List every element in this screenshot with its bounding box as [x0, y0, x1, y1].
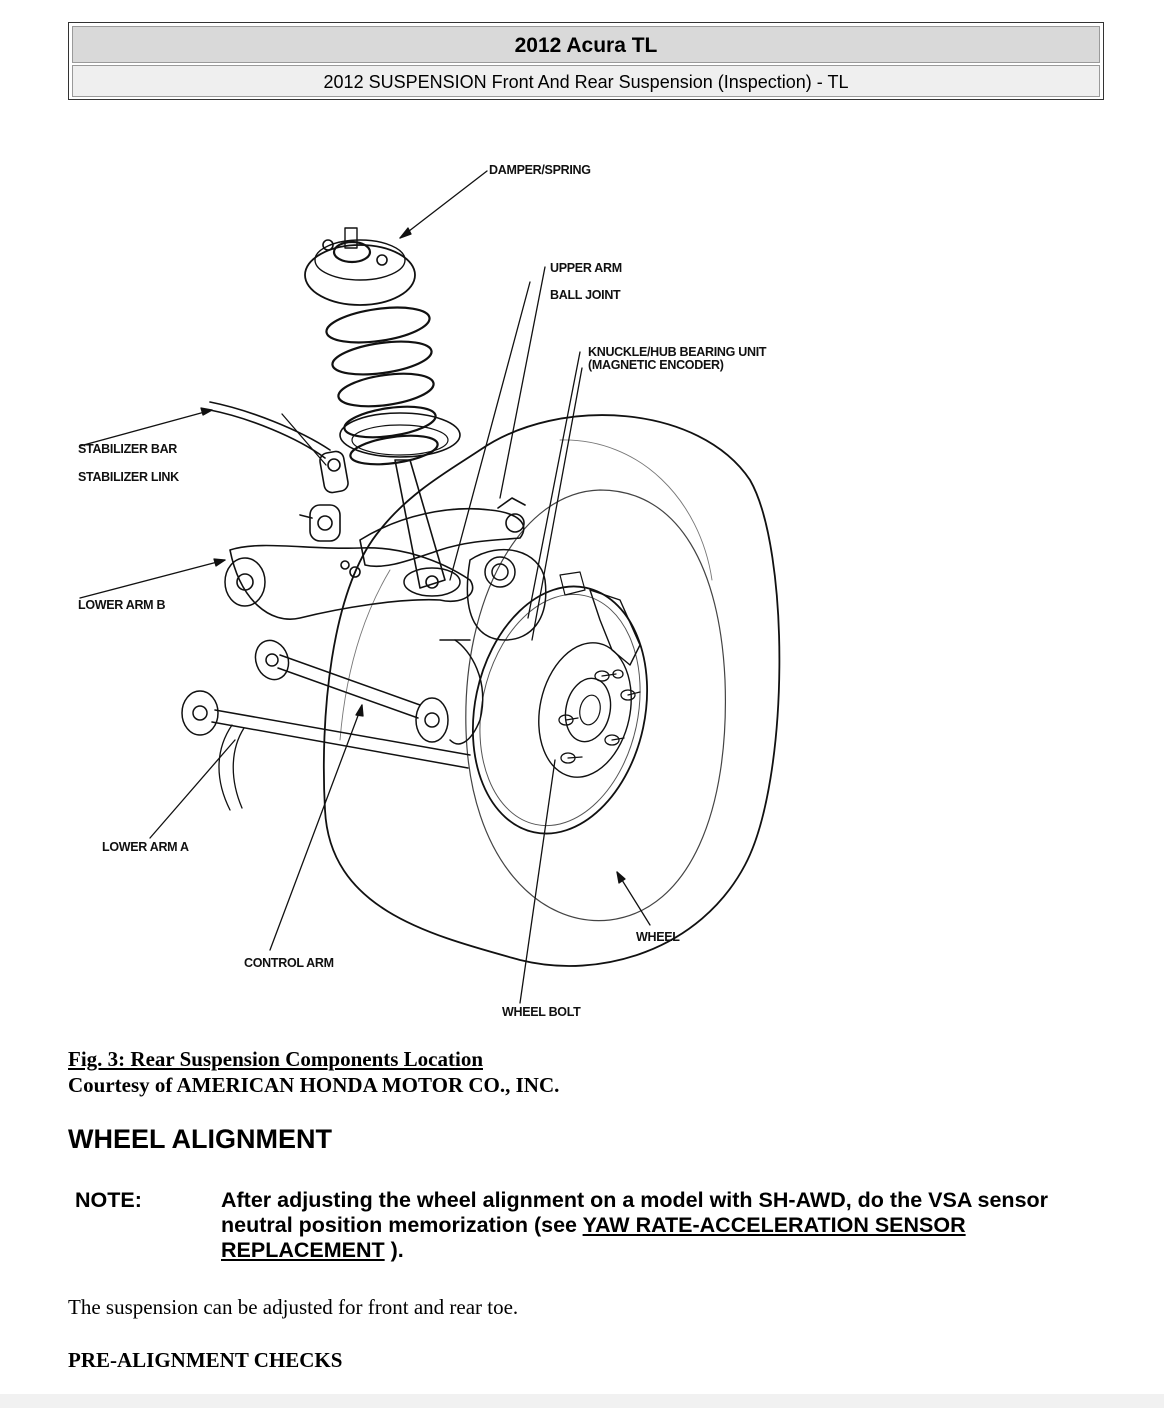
page-bottom-edge: [0, 1394, 1164, 1408]
label-ball-joint: BALL JOINT: [550, 288, 621, 302]
note-text-before: After adjusting the wheel alignment on a…: [221, 1188, 1049, 1237]
label-wheel-bolt: WHEEL BOLT: [502, 1005, 581, 1019]
note-text: After adjusting the wheel alignment on a…: [221, 1188, 1061, 1263]
note-label: NOTE:: [75, 1188, 142, 1212]
suspension-diagram: [79, 170, 781, 1004]
knuckle-drawing: [439, 548, 547, 745]
stabilizer-drawing: [209, 401, 349, 542]
lower-arm-a-drawing: [181, 690, 471, 811]
damper-spring-drawing: [304, 227, 461, 597]
label-lower-arm-a: LOWER ARM A: [102, 840, 189, 854]
document-title: 2012 Acura TL: [72, 26, 1100, 63]
label-magnetic-encoder: (MAGNETIC ENCODER): [588, 358, 724, 372]
label-damper-spring: DAMPER/SPRING: [489, 163, 591, 177]
label-stabilizer-link: STABILIZER LINK: [78, 470, 179, 484]
document-subtitle: 2012 SUSPENSION Front And Rear Suspensio…: [72, 65, 1100, 97]
section-heading: WHEEL ALIGNMENT: [68, 1124, 332, 1154]
label-control-arm: CONTROL ARM: [244, 956, 334, 970]
figure-courtesy: Courtesy of AMERICAN HONDA MOTOR CO., IN…: [68, 1073, 560, 1097]
label-knuckle-hub: KNUCKLE/HUB BEARING UNIT: [588, 345, 767, 359]
suspension-figure: DAMPER/SPRING UPPER ARM BALL JOINT KNUCK…: [0, 120, 1164, 1040]
yaw-rate-sensor-link[interactable]: YAW RATE-ACCELERATION SENSOR REPLACEMENT: [221, 1213, 966, 1262]
lower-arm-b-drawing: [224, 544, 474, 620]
note-text-after: ).: [384, 1238, 404, 1262]
body-paragraph: The suspension can be adjusted for front…: [68, 1295, 519, 1319]
sub-heading: PRE-ALIGNMENT CHECKS: [68, 1348, 343, 1372]
label-upper-arm: UPPER ARM: [550, 261, 622, 275]
document-header: 2012 Acura TL 2012 SUSPENSION Front And …: [68, 22, 1104, 100]
brake-disc-drawing: [471, 571, 649, 835]
label-wheel: WHEEL: [636, 930, 680, 944]
leader-lines: [79, 170, 651, 1004]
upper-arm-drawing: [359, 497, 526, 568]
control-arm-drawing: [254, 639, 449, 743]
label-stabilizer-bar: STABILIZER BAR: [78, 442, 178, 456]
wheel-drawing: [322, 414, 781, 967]
figure-caption: Fig. 3: Rear Suspension Components Locat…: [68, 1047, 483, 1071]
label-lower-arm-b: LOWER ARM B: [78, 598, 166, 612]
